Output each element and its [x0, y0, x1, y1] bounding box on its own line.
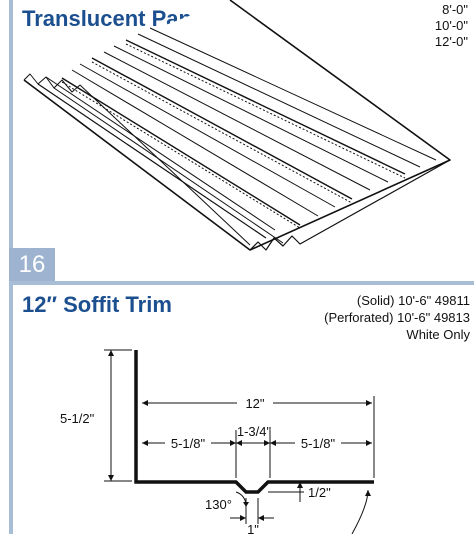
section-divider	[9, 281, 474, 285]
soffit-title: 12″ Soffit Trim	[22, 292, 172, 317]
option-solid: (Solid) 10'-6" 49811	[356, 293, 470, 308]
dim-center: 1-3/4"	[237, 424, 272, 439]
panel-lengths: 8'-0" 10'-0" 12'-0"	[435, 2, 468, 50]
soffit-trim-drawing	[104, 349, 375, 534]
dim-bottom: 1"	[247, 522, 259, 534]
soffit-options: (Solid) 10'-6" 49811 (Perforated) 10'-6"…	[324, 292, 470, 343]
dim-right-flat: 5-1/8"	[301, 436, 336, 451]
length-3: 12'-0"	[434, 34, 468, 49]
length-1: 8'-0"	[442, 2, 468, 17]
page-number: 16	[9, 248, 55, 281]
dim-height: 5-1/2"	[60, 411, 95, 426]
option-perforated: (Perforated) 10'-6" 49813	[324, 310, 470, 325]
dim-left-flat: 5-1/8"	[171, 436, 206, 451]
option-color: White Only	[406, 327, 470, 342]
translucent-panel-drawing	[23, 0, 451, 251]
dim-depth: 1/2"	[308, 485, 331, 500]
dim-overall: 12"	[245, 396, 264, 411]
length-2: 10'-0"	[434, 18, 468, 33]
dim-angle: 130°	[205, 497, 232, 512]
